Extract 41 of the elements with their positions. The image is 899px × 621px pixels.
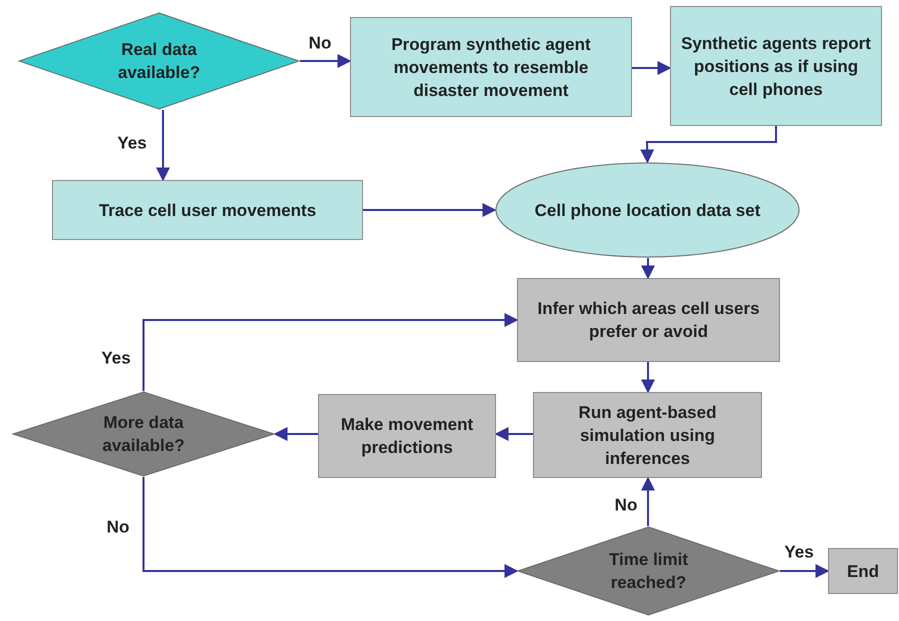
step-label: More data available? (101, 412, 186, 457)
process-box (318, 394, 496, 478)
step-label: Run agent-based simulation using inferences (578, 402, 718, 470)
edge-label: No (104, 518, 132, 536)
process-box (533, 392, 762, 478)
arrow (641, 258, 655, 280)
step-label: Synthetic agents report positions as if using cell phones (680, 32, 872, 100)
decision-diamond (18, 12, 300, 110)
arrow (640, 126, 777, 164)
arrow (363, 203, 496, 217)
step-label: Cell phone location data set (534, 200, 760, 222)
edge-label: Yes (782, 544, 816, 560)
edge-label: No (612, 496, 640, 514)
step-label: Program synthetic agent movements to resemble disaster movement (390, 34, 592, 102)
arrow (300, 54, 352, 68)
arrow (156, 110, 170, 182)
step-label: Time limit reached? (608, 549, 690, 594)
edge-label: Yes (99, 350, 133, 366)
step-label: Infer which areas cell users prefer or avoid (536, 298, 761, 343)
arrow (142, 313, 518, 391)
arrow (641, 362, 655, 394)
process-box (350, 17, 632, 117)
process-box (517, 278, 780, 362)
process-box (670, 6, 882, 126)
decision-diamond (517, 526, 780, 616)
arrow (632, 61, 672, 75)
step-label: Real data available? (116, 39, 202, 84)
step-label: End (846, 560, 880, 582)
arrow (274, 427, 318, 441)
edge-label: No (306, 34, 334, 52)
process-box (52, 180, 363, 240)
data-ellipse (495, 162, 800, 258)
edge-label: Yes (115, 134, 149, 152)
arrow (641, 476, 655, 526)
arrow (494, 427, 533, 441)
step-label: Trace cell user movements (98, 200, 318, 222)
arrow (142, 477, 518, 578)
process-box (828, 548, 898, 594)
arrow (780, 564, 830, 578)
decision-diamond (12, 391, 275, 477)
step-label: Make movement predictions (340, 414, 474, 459)
